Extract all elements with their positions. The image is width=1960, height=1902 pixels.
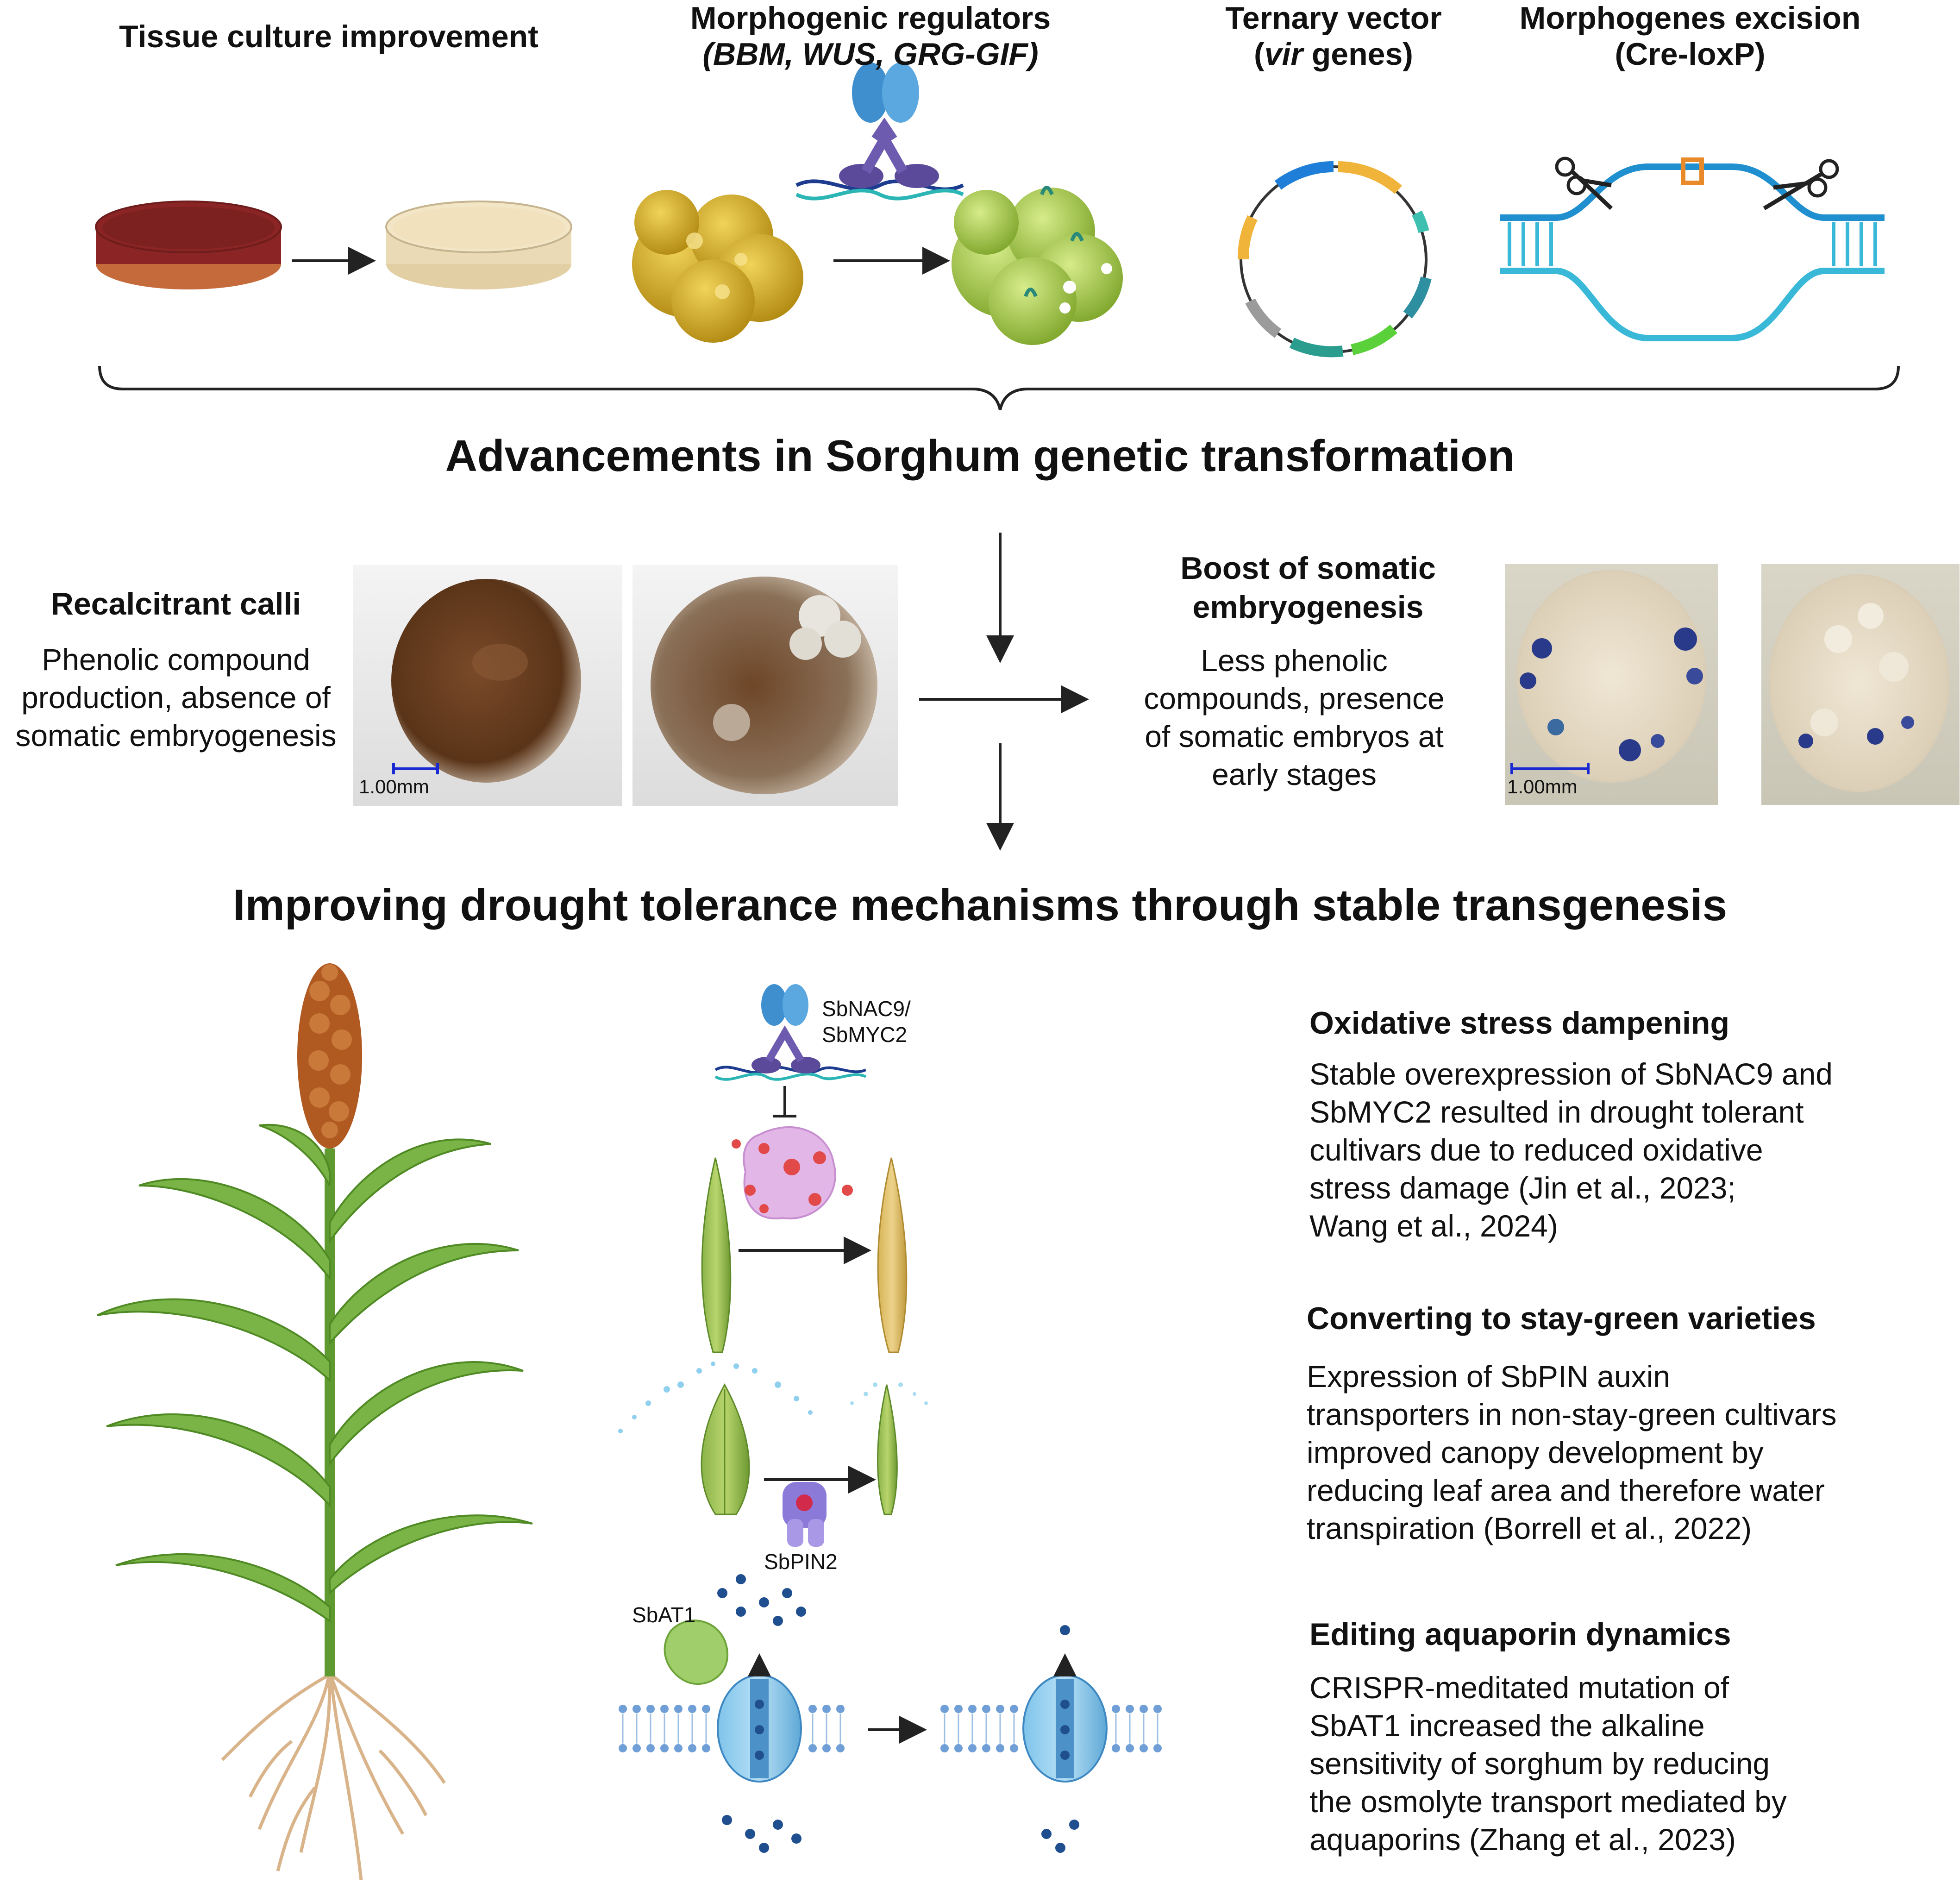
boost-title-line1: Boost of somatic (1180, 551, 1436, 586)
staygreen-line: Expression of SbPIN auxin (1307, 1359, 1671, 1394)
boost-line3: of somatic embryos at (1145, 719, 1444, 753)
boost-title-line2: embryogenesis (1192, 590, 1424, 625)
callus-photo-1 (353, 565, 622, 806)
membrane-left (619, 1574, 845, 1853)
leaf-green-oxidative (701, 1157, 732, 1353)
morphogenic-title-line2: (BBM, WUS, GRG-GIF) (702, 37, 1039, 72)
aquaporin-line: aquaporins (Zhang et al., 2023) (1309, 1822, 1736, 1857)
at1-label: SbAT1 (632, 1603, 696, 1627)
callus-photo-3 (1505, 564, 1718, 805)
sorghum-head (297, 963, 362, 1149)
staygreen-line: improved canopy development by (1307, 1435, 1764, 1469)
oxidative-line: Wang et al., 2024) (1309, 1209, 1558, 1243)
staygreen-block: Converting to stay-green varieties Expre… (1307, 1300, 1946, 1547)
oxidative-title: Oxidative stress dampening (1309, 1005, 1729, 1041)
aquaporin-line: sensitivity of sorghum by reducing (1309, 1746, 1770, 1781)
genes-word: genes) (1302, 37, 1413, 72)
vir-word: vir (1264, 37, 1303, 72)
ternary-title-line1: Ternary vector (1225, 0, 1442, 36)
ternary-title-line2: (vir genes) (1254, 37, 1413, 72)
recalcitrant-line3: somatic embryogenesis (15, 718, 337, 753)
sorghum-plant (97, 963, 533, 1881)
pin-transporter (783, 1482, 827, 1547)
scale-label-left: 1.00mm (359, 776, 429, 797)
boost-line2: compounds, presence (1144, 681, 1445, 716)
oxidative-line: cultivars due to reduced oxidative (1309, 1133, 1763, 1167)
petri-dish-cream (385, 201, 572, 289)
excision-title-line1: Morphogenes excision (1519, 0, 1861, 36)
nac-label: SbNAC9/ SbMYC2 (822, 996, 911, 1048)
petri-dish-red (95, 201, 282, 289)
ternary-title: Ternary vector (vir genes) (1185, 0, 1482, 72)
transcription-factor-top (795, 63, 964, 201)
aquaporin-line: the osmolyte transport mediated by (1309, 1784, 1787, 1819)
heading-advancements: Advancements in Sorghum genetic transfor… (445, 431, 1515, 481)
leaf-wide-transpiring (618, 1362, 813, 1515)
recalcitrant-line2: production, absence of (21, 680, 331, 715)
staygreen-title: Converting to stay-green varieties (1307, 1301, 1816, 1336)
aquaporin-line: SbAT1 increased the alkaline (1309, 1708, 1705, 1743)
leaf-narrow-transpiring (850, 1382, 928, 1515)
grouping-brace (98, 365, 1900, 410)
staygreen-line: transpiration (Borrell et al., 2022) (1307, 1511, 1752, 1545)
staygreen-line: reducing leaf area and therefore water (1307, 1473, 1825, 1507)
plasmid-vector (1237, 161, 1432, 358)
callus-photo-2 (632, 565, 898, 806)
staygreen-line: transporters in non-stay-green cultivars (1307, 1397, 1837, 1431)
leaf-yellow-oxidative (877, 1157, 908, 1353)
oxidative-block: Oxidative stress dampening Stable overex… (1309, 1005, 1939, 1245)
scissors-icon (1763, 159, 1839, 210)
boost-line1: Less phenolic (1201, 643, 1388, 678)
aquaporin-title: Editing aquaporin dynamics (1309, 1617, 1731, 1652)
aquaporin-block: Editing aquaporin dynamics CRISPR-medita… (1309, 1616, 1939, 1858)
scissors-icon (1555, 157, 1613, 210)
recalcitrant-line1: Phenolic compound (42, 642, 310, 677)
oxidative-line: Stable overexpression of SbNAC9 and (1309, 1057, 1833, 1091)
heading-drought: Improving drought tolerance mechanisms t… (232, 880, 1728, 930)
ros-cell (732, 1126, 853, 1220)
aquaporin-line: CRISPR-meditated mutation of (1309, 1670, 1729, 1705)
callus-photo-4 (1761, 564, 1960, 805)
nac-label-line1: SbNAC9/ (822, 997, 911, 1021)
sbat1-protein (664, 1620, 729, 1685)
pin-label: SbPIN2 (764, 1550, 838, 1574)
cre-loxp-dna (1500, 157, 1885, 341)
nac-label-line2: SbMYC2 (822, 1023, 908, 1047)
callus-yellow (632, 190, 803, 343)
recalcitrant-title: Recalcitrant calli (50, 586, 301, 621)
scale-label-right: 1.00mm (1507, 776, 1578, 797)
boost-desc: Less phenolic compounds, presence of som… (1111, 641, 1477, 793)
boost-block: Boost of somatic embryogenesis (1111, 549, 1505, 636)
oxidative-line: SbMYC2 resulted in drought tolerant (1309, 1095, 1804, 1129)
recalcitrant-block: Recalcitrant calli Phenolic compound pro… (0, 586, 352, 754)
oxidative-line: stress damage (Jin et al., 2023; (1309, 1171, 1736, 1205)
morphogenic-title: Morphogenic regulators (BBM, WUS, GRG-GI… (639, 0, 1102, 72)
membrane-right (940, 1625, 1162, 1853)
callus-green (952, 186, 1123, 345)
transcription-factor-nac (714, 984, 867, 1117)
excision-title: Morphogenes excision (Cre-loxP) (1482, 0, 1898, 72)
boost-line4: early stages (1212, 757, 1377, 791)
morphogenic-title-line1: Morphogenic regulators (690, 0, 1051, 36)
excision-title-line2: (Cre-loxP) (1615, 37, 1766, 72)
tissue-culture-title: Tissue culture improvement (119, 19, 539, 54)
